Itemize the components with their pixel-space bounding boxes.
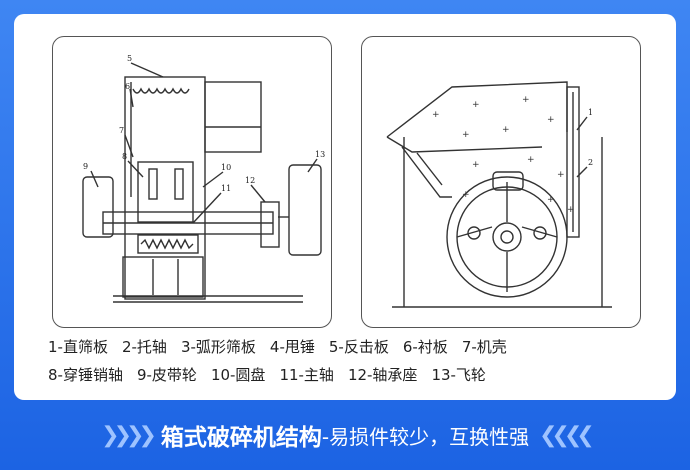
legend-item: 5-反击板: [328, 337, 389, 356]
svg-text:+: +: [567, 205, 575, 215]
front-view-drawing: + + + + + + + + + + + + 1 2: [361, 36, 641, 328]
banner-subtitle: -易损件较少，互换性强: [321, 424, 530, 449]
label-8: 8: [122, 152, 127, 161]
svg-text:+: +: [462, 190, 470, 200]
label-9: 9: [83, 162, 88, 171]
legend-item: 2-托轴: [121, 337, 167, 356]
side-view-svg: 5 6 7 8 9 10 11 12 13: [82, 54, 325, 303]
parts-legend: 1-直筛板 2-托轴 3-弧形筛板 4-甩锤 5-反击板 6-衬板 7-机壳 8…: [48, 332, 668, 388]
label-7: 7: [119, 126, 124, 135]
svg-text:+: +: [547, 115, 555, 125]
legend-item: 13-飞轮: [431, 365, 486, 384]
legend-item: 12-轴承座: [347, 365, 418, 384]
legend-item: 6-衬板: [402, 337, 448, 356]
svg-text:+: +: [472, 160, 480, 170]
legend-item: 4-甩锤: [269, 337, 315, 356]
svg-text:+: +: [502, 125, 510, 135]
legend-row-1: 1-直筛板 2-托轴 3-弧形筛板 4-甩锤 5-反击板 6-衬板 7-机壳: [48, 332, 668, 360]
label-10: 10: [221, 163, 231, 172]
svg-text:+: +: [462, 130, 470, 140]
legend-item: 11-主轴: [279, 365, 334, 384]
banner-title: 箱式破碎机结构: [160, 425, 322, 451]
front-view-svg: + + + + + + + + + + + + 1 2: [386, 81, 612, 308]
legend-item: 10-圆盘: [210, 365, 266, 384]
svg-text:+: +: [432, 110, 440, 120]
svg-text:+: +: [547, 195, 555, 205]
side-view-drawing: 5 6 7 8 9 10 11 12 13: [52, 36, 332, 328]
legend-item: 9-皮带轮: [136, 365, 197, 384]
diagram-card: 5 6 7 8 9 10 11 12 13: [14, 14, 676, 400]
chevrons-right-icon: ❯❯❯❯: [101, 422, 157, 448]
chevrons-left-icon: ❮❮❮❮: [539, 422, 595, 448]
label-6: 6: [125, 82, 130, 91]
label-13: 13: [315, 150, 325, 159]
svg-text:+: +: [527, 155, 535, 165]
svg-text:+: +: [472, 100, 480, 110]
legend-item: 1-直筛板: [48, 337, 108, 356]
label-5: 5: [127, 54, 132, 63]
label-1: 1: [588, 108, 593, 117]
svg-text:+: +: [522, 95, 530, 105]
legend-item: 3-弧形筛板: [180, 337, 256, 356]
bottom-banner: ❯❯❯❯ 箱式破碎机结构 -易损件较少，互换性强 ❮❮❮❮: [0, 400, 690, 470]
legend-item: 7-机壳: [461, 337, 507, 356]
legend-row-2: 8-穿锤销轴 9-皮带轮 10-圆盘 11-主轴 12-轴承座 13-飞轮: [48, 360, 668, 388]
label-12: 12: [245, 176, 255, 185]
label-2: 2: [588, 158, 593, 167]
svg-text:+: +: [557, 170, 565, 180]
label-11: 11: [221, 184, 231, 193]
legend-item: 8-穿锤销轴: [48, 365, 123, 384]
